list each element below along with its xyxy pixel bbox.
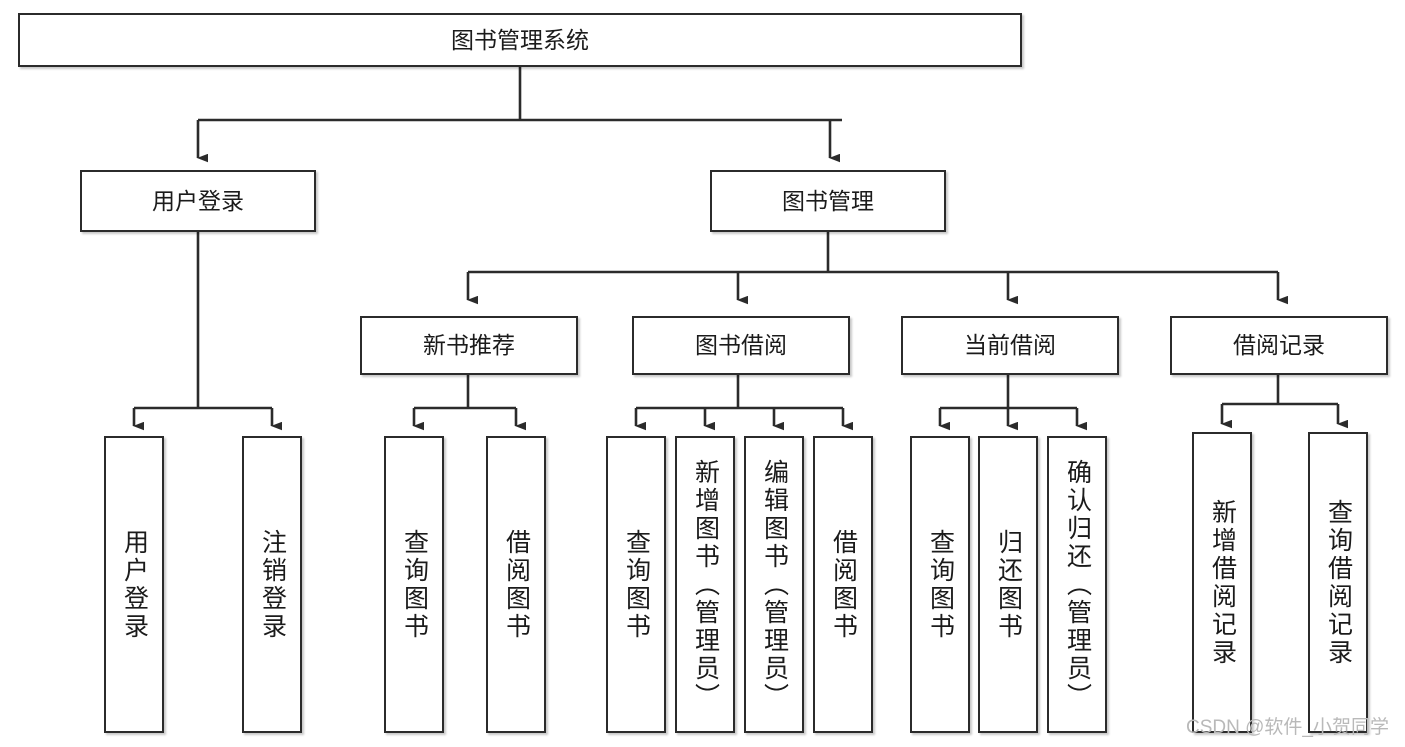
node-label: 借阅图书 <box>502 528 531 641</box>
node-book-management[interactable]: 图书管理 <box>710 170 946 232</box>
node-label: 编辑图书（管理员） <box>760 458 789 711</box>
node-root-system[interactable]: 图书管理系统 <box>18 13 1022 67</box>
node-user-login[interactable]: 用户登录 <box>80 170 316 232</box>
node-label: 新增借阅记录 <box>1208 498 1237 667</box>
leaf-add-book-admin[interactable]: 新增图书（管理员） <box>675 436 735 733</box>
leaf-query-book-borrow[interactable]: 查询图书 <box>606 436 666 733</box>
node-label: 图书借阅 <box>695 332 787 359</box>
node-label: 归还图书 <box>994 528 1023 641</box>
node-label: 查询图书 <box>400 528 429 641</box>
leaf-logout-login[interactable]: 注销登录 <box>242 436 302 733</box>
node-label: 新增图书（管理员） <box>691 458 720 711</box>
node-label: 确认归还（管理员） <box>1063 458 1092 711</box>
node-label: 查询图书 <box>926 528 955 641</box>
leaf-query-book-current[interactable]: 查询图书 <box>910 436 970 733</box>
node-current-borrow[interactable]: 当前借阅 <box>901 316 1119 375</box>
leaf-return-book[interactable]: 归还图书 <box>978 436 1038 733</box>
node-label: 新书推荐 <box>423 332 515 359</box>
leaf-query-borrow-record[interactable]: 查询借阅记录 <box>1308 432 1368 733</box>
node-borrow-record[interactable]: 借阅记录 <box>1170 316 1388 375</box>
node-label: 借阅记录 <box>1233 332 1325 359</box>
leaf-edit-book-admin[interactable]: 编辑图书（管理员） <box>744 436 804 733</box>
leaf-confirm-return-admin[interactable]: 确认归还（管理员） <box>1047 436 1107 733</box>
leaf-query-book-recommend[interactable]: 查询图书 <box>384 436 444 733</box>
csdn-watermark: CSDN @软件_小贺同学 <box>1186 717 1389 738</box>
node-label: 借阅图书 <box>829 528 858 641</box>
node-book-borrow[interactable]: 图书借阅 <box>632 316 850 375</box>
leaf-borrow-book-recommend[interactable]: 借阅图书 <box>486 436 546 733</box>
node-label: 注销登录 <box>258 528 287 641</box>
leaf-borrow-book[interactable]: 借阅图书 <box>813 436 873 733</box>
leaf-user-login[interactable]: 用户登录 <box>104 436 164 733</box>
node-label: 查询图书 <box>622 528 651 641</box>
leaf-add-borrow-record[interactable]: 新增借阅记录 <box>1192 432 1252 733</box>
node-label: 图书管理系统 <box>451 26 589 53</box>
node-label: 用户登录 <box>120 528 149 641</box>
node-label: 当前借阅 <box>964 332 1056 359</box>
node-label: 图书管理 <box>782 187 874 214</box>
node-label: 用户登录 <box>152 187 244 214</box>
node-label: 查询借阅记录 <box>1324 498 1353 667</box>
node-new-book-recommend[interactable]: 新书推荐 <box>360 316 578 375</box>
